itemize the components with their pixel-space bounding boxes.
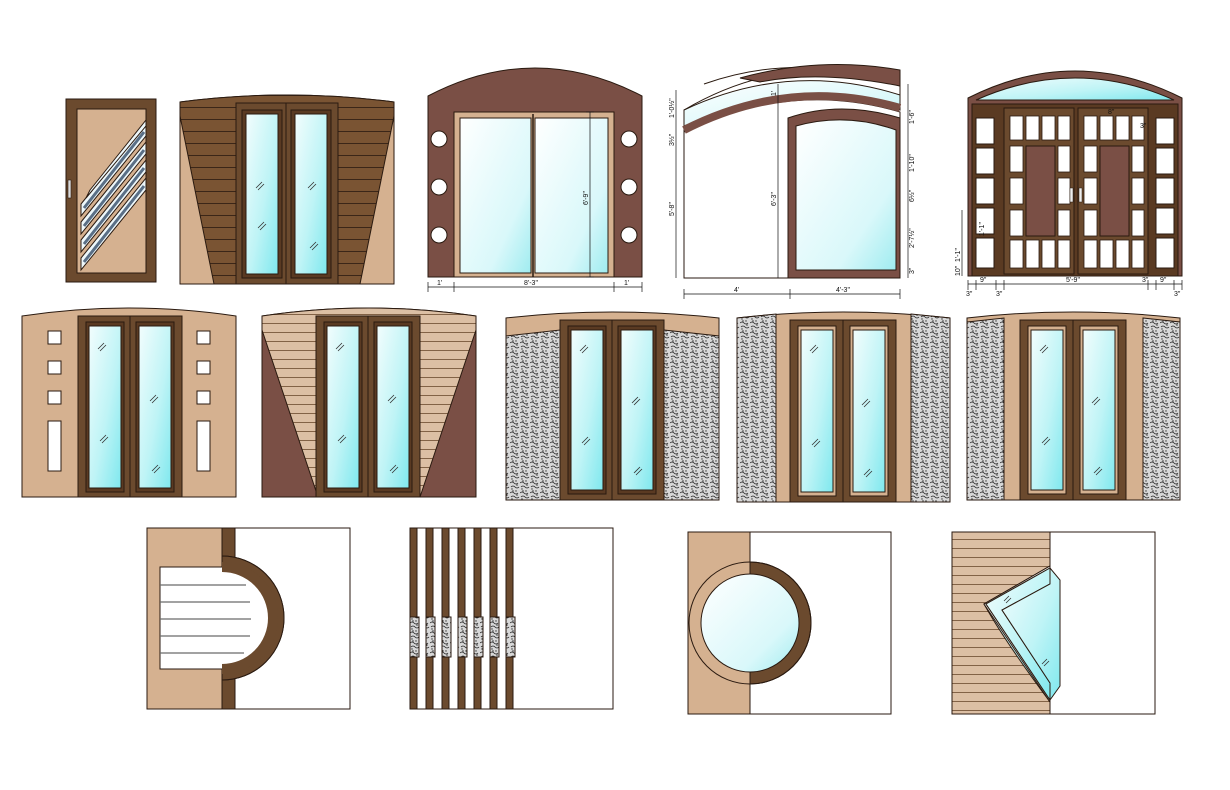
dim-d4-center-1: 1' xyxy=(771,91,778,96)
dim-d5-l3: 10" xyxy=(955,265,962,276)
door-elevation-5: 3" 9" 3" 5'-9" 3" 9" 3" 1'-1" 1'-1" 10" … xyxy=(955,70,1183,298)
dim-d4-bottom-left: 4' xyxy=(734,287,739,294)
window-detail-4 xyxy=(951,531,1156,715)
dim-d4-left-1: 1'-0½" xyxy=(668,98,676,118)
dim-d5-b3: 3" xyxy=(996,291,1003,298)
door-elevation-7 xyxy=(261,307,477,498)
dim-d3-center: 8'-3" xyxy=(524,280,538,287)
door-elevation-3: 1' 8'-3" 1' 6'-9" xyxy=(427,67,643,292)
dim-d5-l2: 1'-1" xyxy=(979,222,986,236)
door-elevation-10 xyxy=(966,311,1181,501)
door-elevation-2 xyxy=(179,94,395,285)
dim-d4-right-1: 1'-6" xyxy=(909,110,916,124)
dim-d4-right-4: 2'-7½" xyxy=(908,228,916,248)
dim-d4-center-2: 6'-3" xyxy=(771,192,778,206)
door-elevation-9 xyxy=(736,311,951,503)
dim-d5-b7: 3" xyxy=(1174,291,1181,298)
dim-d5-t1: 8" xyxy=(1108,109,1115,116)
dim-d3-left: 1' xyxy=(437,280,442,287)
dim-d4-bottom-right: 4'-3" xyxy=(836,287,850,294)
dim-d3-right: 1' xyxy=(624,280,629,287)
dim-d5-t2: 3" xyxy=(1140,123,1147,130)
dim-d3-height: 6'-9" xyxy=(583,191,590,205)
door-elevation-8 xyxy=(505,311,720,501)
window-detail-2 xyxy=(409,527,614,710)
dim-d5-b2: 9" xyxy=(980,277,987,284)
door-elevation-1 xyxy=(65,98,157,283)
door-elevation-6 xyxy=(21,307,237,498)
dim-d4-right-5: 3" xyxy=(909,267,916,274)
dim-d5-b4: 5'-9" xyxy=(1066,277,1080,284)
dim-d4-left-2: 3½" xyxy=(668,133,676,146)
dim-d5-b5: 3" xyxy=(1142,277,1149,284)
window-detail-1 xyxy=(146,527,351,710)
dim-d4-left-3: 5'-8" xyxy=(669,202,676,216)
window-detail-3 xyxy=(687,531,892,715)
dim-d5-b6: 9" xyxy=(1160,277,1167,284)
dim-d5-b1: 3" xyxy=(966,291,973,298)
door-elevation-4: 4' 4'-3" 1'-0½" 3½" 5'-8" 1' 6'-3" 1'-6"… xyxy=(668,64,916,299)
dim-d4-right-3: 6½" xyxy=(908,189,916,202)
dim-d5-l1: 1'-1" xyxy=(955,248,962,262)
dim-d4-right-2: 1'-10" xyxy=(909,154,916,172)
